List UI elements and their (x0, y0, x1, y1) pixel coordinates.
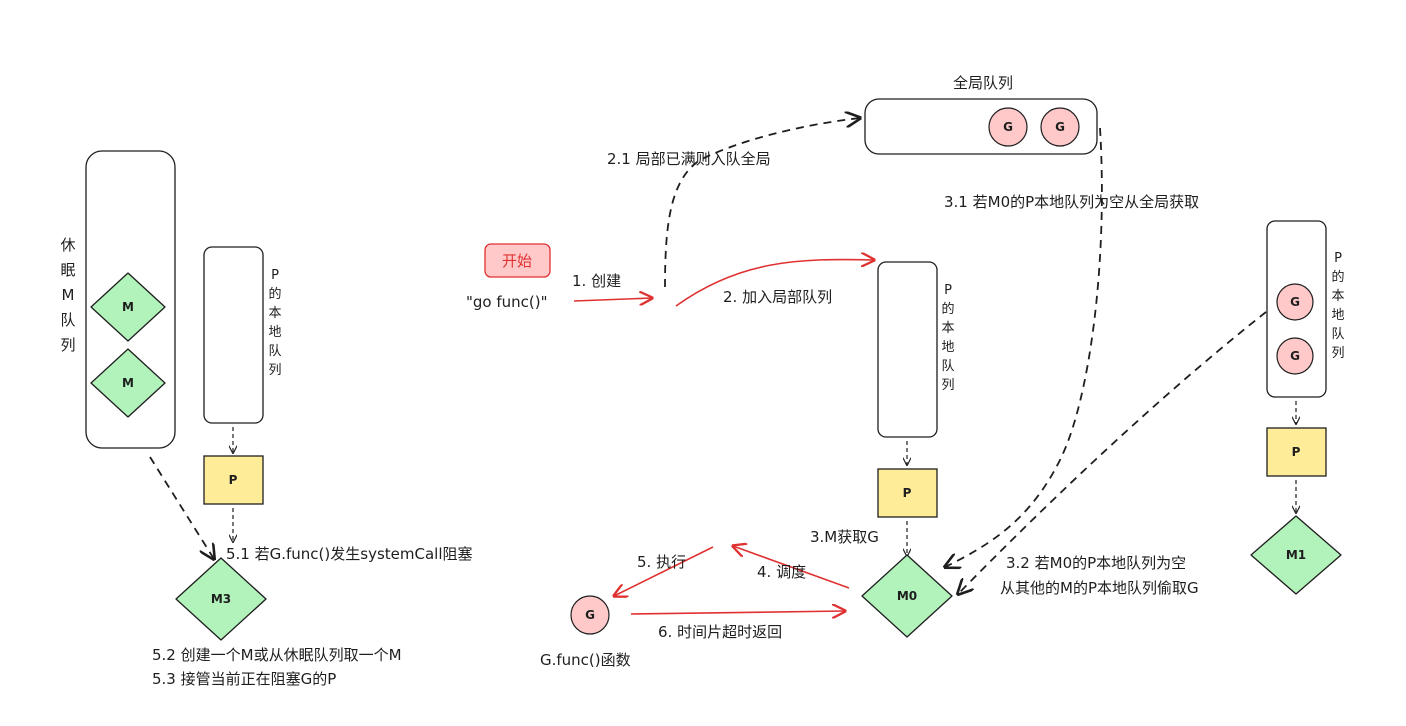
mid-local-queue-label: P 的 本 地 队 列 (941, 283, 954, 393)
p-label-right: P (1292, 445, 1301, 459)
right-queue-char-2: 本 (1331, 289, 1344, 304)
get-g-label: 3.M获取G (810, 528, 879, 546)
p-node-left (203, 455, 264, 505)
sleep-m-node-1 (90, 272, 166, 342)
p-label-mid: P (903, 486, 912, 500)
left-queue-char-0: P (271, 268, 279, 283)
mid-queue-char-0: P (944, 283, 952, 298)
takeover-label: 5.3 接管当前正在阻塞G的P (152, 670, 336, 688)
p-label-left: P (229, 473, 238, 487)
sleep-queue-char-2: M (62, 286, 75, 304)
m0-label: M0 (897, 589, 917, 603)
schedule-arrow (733, 546, 850, 589)
left-local-queue-label: P 的 本 地 队 列 (268, 268, 281, 378)
steal-label-2: 从其他的M的P本地队列偷取G (1000, 579, 1199, 597)
right-local-queue-label: P 的 本 地 队 列 (1331, 251, 1344, 361)
global-g-label-1: G (1003, 120, 1013, 134)
sleep-queue-char-1: 眠 (60, 261, 75, 279)
left-queue-char-3: 地 (268, 325, 281, 340)
add-local-arrow (675, 260, 874, 307)
steal-arrow (958, 311, 1267, 594)
left-local-queue-box (203, 246, 264, 424)
exec-g-node (570, 595, 610, 635)
timeout-arrow (630, 611, 845, 614)
mid-local-queue-box (877, 261, 938, 438)
start-badge-text: 开始 (502, 252, 532, 270)
sleep-m-label-1: M (122, 300, 134, 314)
p-node-mid (877, 468, 938, 518)
right-g-node-1 (1276, 283, 1314, 321)
full-to-global-arrow (664, 118, 860, 288)
schedule-label: 4. 调度 (757, 563, 806, 581)
right-g-node-2 (1276, 337, 1314, 375)
left-queue-char-4: 队 (268, 344, 281, 359)
mid-queue-char-2: 本 (941, 321, 954, 336)
m3-node (175, 557, 267, 641)
exec-g-label: G (585, 608, 595, 622)
right-local-queue-box (1266, 220, 1327, 398)
create-arrow (573, 298, 652, 301)
start-code: "go func()" (466, 293, 548, 311)
m1-node (1250, 515, 1342, 595)
mid-queue-char-3: 地 (941, 340, 954, 355)
syscall-label: 5.1 若G.func()发生systemCall阻塞 (226, 545, 473, 563)
sleep-to-m3-arrow (149, 456, 214, 559)
full-to-global-label: 2.1 局部已满则入队全局 (607, 150, 771, 168)
mid-queue-char-1: 的 (941, 301, 954, 317)
mid-queue-char-5: 列 (941, 378, 954, 393)
right-queue-char-5: 列 (1331, 346, 1344, 361)
mid-queue-char-4: 队 (941, 359, 954, 374)
m1-label: M1 (1286, 548, 1306, 562)
right-queue-char-4: 队 (1331, 327, 1344, 342)
m3-label: M3 (211, 592, 231, 606)
global-g-label-2: G (1055, 120, 1065, 134)
right-queue-char-0: P (1334, 251, 1342, 266)
create-m-label: 5.2 创建一个M或从休眠队列取一个M (152, 646, 402, 664)
left-queue-char-5: 列 (268, 363, 281, 378)
global-queue-box (864, 98, 1098, 155)
start-badge (484, 243, 551, 278)
m0-node (861, 554, 953, 638)
global-g-node-2 (1040, 107, 1080, 147)
global-g-node-1 (988, 107, 1028, 147)
timeout-label: 6. 时间片超时返回 (658, 623, 782, 641)
global-queue-title: 全局队列 (953, 74, 1013, 92)
sleep-queue-char-3: 队 (60, 311, 75, 329)
right-g-label-1: G (1290, 295, 1300, 309)
gfunc-label: G.func()函数 (540, 651, 631, 669)
sleep-queue-char-0: 休 (60, 236, 75, 254)
steal-label-1: 3.2 若M0的P本地队列为空 (1006, 554, 1186, 572)
left-queue-char-2: 本 (268, 306, 281, 321)
fetch-global-label: 3.1 若M0的P本地队列为空从全局获取 (944, 193, 1199, 211)
sleep-queue-char-4: 列 (60, 336, 75, 354)
create-label: 1. 创建 (572, 272, 621, 290)
sleep-m-label-2: M (122, 376, 134, 390)
add-local-label: 2. 加入局部队列 (723, 288, 832, 306)
right-g-label-2: G (1290, 349, 1300, 363)
right-queue-char-1: 的 (1331, 269, 1344, 285)
p-node-right (1266, 427, 1327, 477)
right-queue-char-3: 地 (1331, 308, 1344, 323)
sleep-m-node-2 (90, 348, 166, 418)
execute-label: 5. 执行 (637, 553, 686, 571)
sleep-queue-box (85, 150, 176, 449)
fetch-global-arrow (945, 127, 1103, 567)
left-queue-char-1: 的 (268, 286, 281, 302)
execute-arrow (614, 546, 714, 596)
